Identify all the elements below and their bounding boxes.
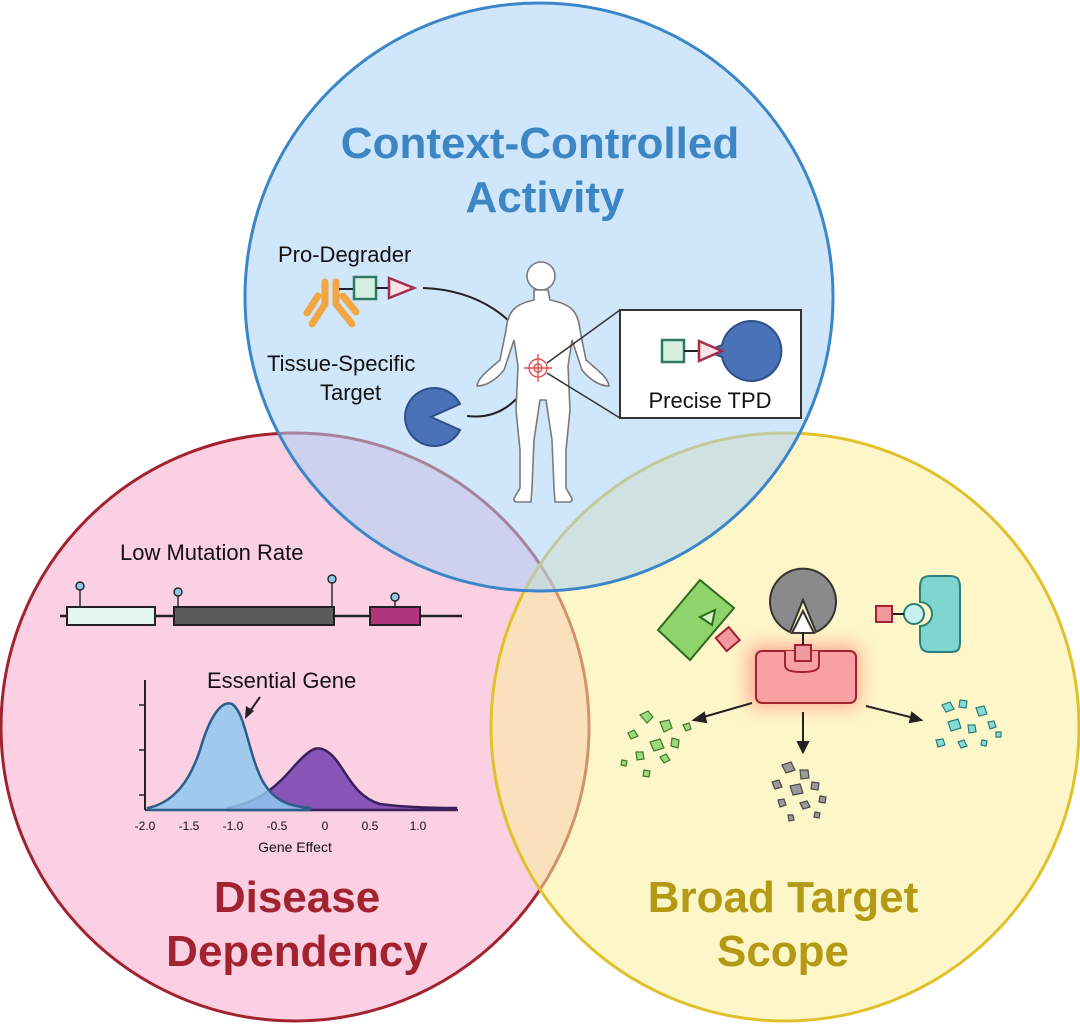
label-essential-gene: Essential Gene — [207, 668, 356, 693]
title-context-line1: Context-Controlled — [341, 119, 739, 168]
title-disease-line2: Dependency — [166, 927, 428, 976]
label-low-mutation: Low Mutation Rate — [120, 540, 303, 565]
curve-purple — [226, 747, 458, 812]
gene-effect-plot — [139, 680, 458, 812]
tick-label: -1.0 — [223, 819, 244, 833]
tick-label: 1.0 — [410, 819, 427, 833]
label-precise-tpd: Precise TPD — [648, 388, 771, 413]
label-tissue-line2: Target — [320, 380, 381, 405]
tick-label: -1.5 — [179, 819, 200, 833]
exon-1 — [66, 606, 156, 626]
tick-label: -0.5 — [267, 819, 288, 833]
linker-square — [352, 275, 378, 301]
tick-label: 0.5 — [362, 819, 379, 833]
gray-protein-icon — [769, 567, 837, 634]
tpd-ligand-triangle — [697, 339, 726, 363]
gray-fragments — [771, 761, 827, 822]
gene-map — [60, 574, 462, 626]
tissue-target-icon — [404, 387, 462, 447]
green-protein-icon — [656, 578, 742, 662]
label-tissue-line1: Tissue-Specific — [267, 351, 415, 376]
degradation-arrows — [691, 702, 924, 755]
green-fragments — [620, 710, 692, 778]
tick-label: -2.0 — [135, 819, 156, 833]
tick-label: 0 — [322, 819, 329, 833]
antibody-icon — [303, 278, 360, 328]
cyan-protein-icon — [875, 575, 961, 653]
tpd-linker-square — [660, 338, 686, 364]
exon-2 — [173, 606, 335, 626]
target-crosshair-icon — [524, 354, 552, 382]
cyan-fragments — [935, 699, 1002, 749]
human-body-icon — [476, 261, 610, 503]
x-axis-ticks: -2.0 -1.5 -1.0 -0.5 0 0.5 1.0 — [135, 819, 427, 833]
ligand-triangle — [387, 276, 418, 300]
tpd-target-icon — [704, 320, 783, 382]
title-disease-line1: Disease — [214, 873, 380, 922]
label-gene-effect: Gene Effect — [258, 839, 332, 855]
title-broad-line2: Scope — [717, 927, 849, 976]
exon-3 — [369, 606, 421, 626]
curve-essential — [146, 702, 312, 812]
title-context-line2: Activity — [466, 173, 625, 222]
label-pro-degrader: Pro-Degrader — [278, 242, 411, 267]
title-broad-line1: Broad Target — [648, 873, 919, 922]
